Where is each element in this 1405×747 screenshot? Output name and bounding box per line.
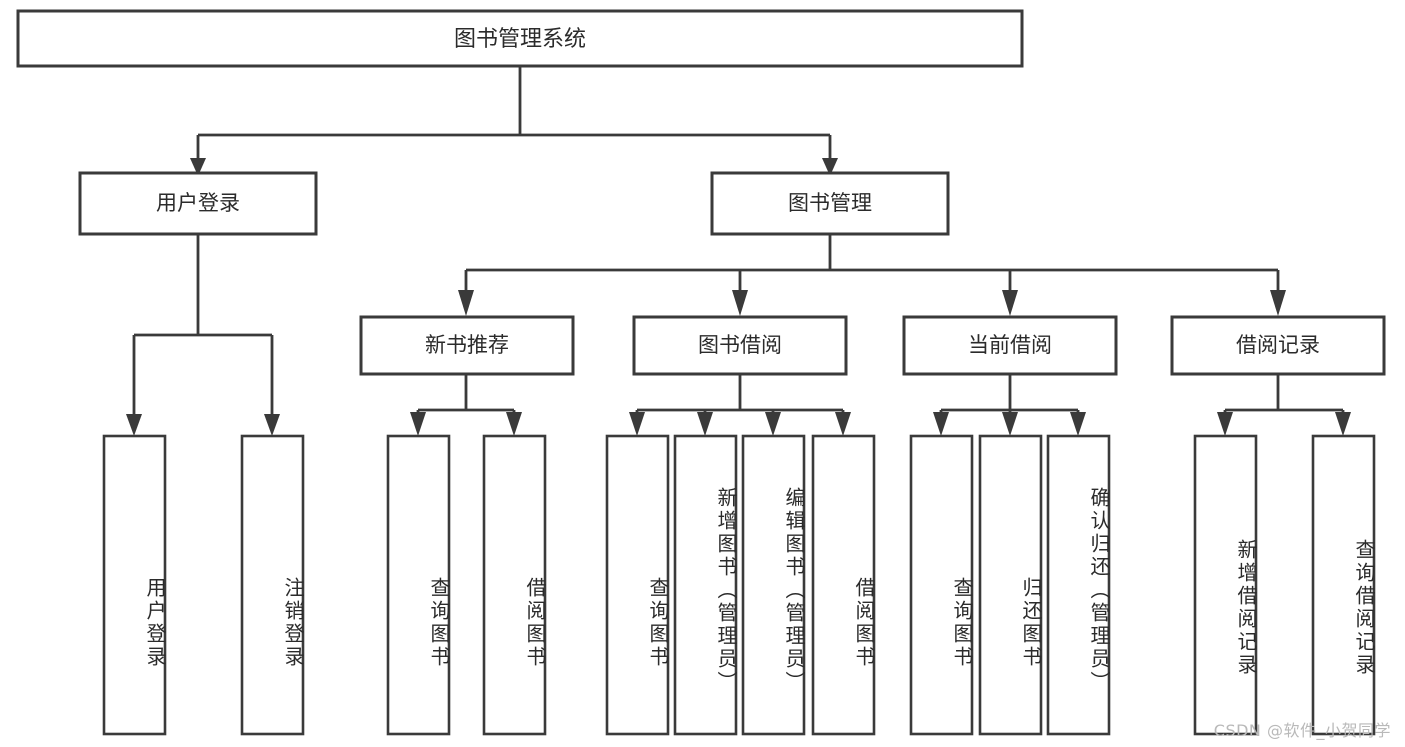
node-borrow-record-box[interactable] [1170, 315, 1386, 376]
leaf-box-book-borrow-2[interactable] [741, 434, 806, 736]
csdn-watermark: CSDN @软件_小贺同学 [1213, 721, 1391, 740]
node-book-borrow[interactable]: 图书借阅 [632, 315, 848, 376]
arrow-head-leaf-borrow-record-0 [1217, 412, 1233, 436]
node-book-borrow-box[interactable] [632, 315, 848, 376]
arrow-head-user-login [190, 158, 206, 176]
leaf-box-new-book-1[interactable] [482, 434, 547, 736]
node-new-book-recommend-box[interactable] [359, 315, 575, 376]
leaf-box-borrow-record-1[interactable] [1311, 434, 1376, 736]
arrow-head-leaf-new-book-0 [410, 412, 426, 436]
node-book-manage[interactable]: 图书管理 [710, 171, 950, 236]
node-borrow-record[interactable]: 借阅记录 [1170, 315, 1386, 376]
arrow-head-book-manage [822, 158, 838, 176]
node-new-book-recommend[interactable]: 新书推荐 [359, 315, 575, 376]
leaf-box-book-borrow-1[interactable] [673, 434, 738, 736]
node-borrow-record-label: 借阅记录 [1236, 333, 1320, 357]
node-root[interactable]: 图书管理系统 [16, 9, 1024, 68]
node-book-borrow-label: 图书借阅 [698, 333, 782, 357]
arrow-head-leaf-current-borrow-0 [933, 412, 949, 436]
connector-layer [126, 66, 1351, 436]
leaf-box-current-borrow-1[interactable] [978, 434, 1043, 736]
arrow-head-leaf-borrow-record-1 [1335, 412, 1351, 436]
leaf-box-user-login-0[interactable] [102, 434, 167, 736]
arrow-head-l2-0 [458, 290, 474, 316]
node-current-borrow-label: 当前借阅 [968, 333, 1052, 357]
arrow-head-leaf-user-login-0 [126, 414, 142, 436]
node-root-label: 图书管理系统 [454, 27, 586, 52]
leaf-box-borrow-record-0[interactable] [1193, 434, 1258, 736]
leaf-box-layer [102, 434, 1376, 736]
leaf-box-book-borrow-0[interactable] [605, 434, 670, 736]
node-current-borrow-box[interactable] [902, 315, 1118, 376]
leaf-box-book-borrow-3[interactable] [811, 434, 876, 736]
arrow-head-l2-2 [1002, 290, 1018, 316]
node-book-manage-label: 图书管理 [788, 191, 872, 215]
node-new-book-recommend-label: 新书推荐 [425, 333, 509, 357]
arrow-head-leaf-book-borrow-0 [629, 412, 645, 436]
leaf-box-current-borrow-0[interactable] [909, 434, 974, 736]
leaf-box-current-borrow-2[interactable] [1046, 434, 1111, 736]
leaf-box-user-login-1[interactable] [240, 434, 305, 736]
node-user-login-box[interactable] [78, 171, 318, 236]
node-current-borrow[interactable]: 当前借阅 [902, 315, 1118, 376]
arrow-head-leaf-book-borrow-3 [835, 412, 851, 436]
arrow-head-leaf-current-borrow-2 [1070, 412, 1086, 436]
arrow-head-l2-1 [732, 290, 748, 316]
arrow-head-leaf-new-book-1 [506, 412, 522, 436]
arrow-head-leaf-book-borrow-2 [765, 412, 781, 436]
node-root-box[interactable] [16, 9, 1024, 68]
node-user-login-label: 用户登录 [156, 191, 240, 215]
node-user-login[interactable]: 用户登录 [78, 171, 318, 236]
leaf-box-new-book-0[interactable] [386, 434, 451, 736]
node-book-manage-box[interactable] [710, 171, 950, 236]
arrow-head-leaf-current-borrow-1 [1002, 412, 1018, 436]
arrow-head-leaf-book-borrow-1 [697, 412, 713, 436]
arrow-head-l2-3 [1270, 290, 1286, 316]
arrow-head-leaf-user-login-1 [264, 414, 280, 436]
